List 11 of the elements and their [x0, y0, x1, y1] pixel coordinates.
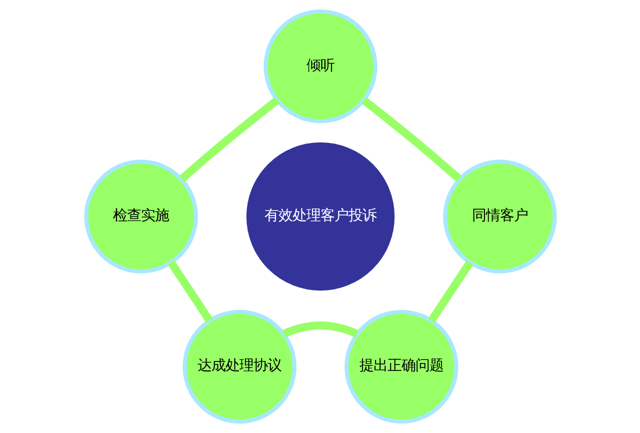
connector — [360, 97, 462, 182]
node-circle: 同情客户 — [442, 160, 556, 274]
connector — [428, 260, 473, 323]
connector — [167, 260, 212, 323]
node-circle: 提出正确问题 — [344, 310, 458, 424]
node-circle: 检查实施 — [84, 160, 198, 274]
node-circle: 倾听 — [263, 9, 377, 124]
connector — [282, 322, 358, 338]
node-circle: 达成处理协议 — [182, 310, 296, 424]
node-circle: 有效处理客户投诉 — [246, 142, 394, 291]
connector — [178, 97, 280, 182]
